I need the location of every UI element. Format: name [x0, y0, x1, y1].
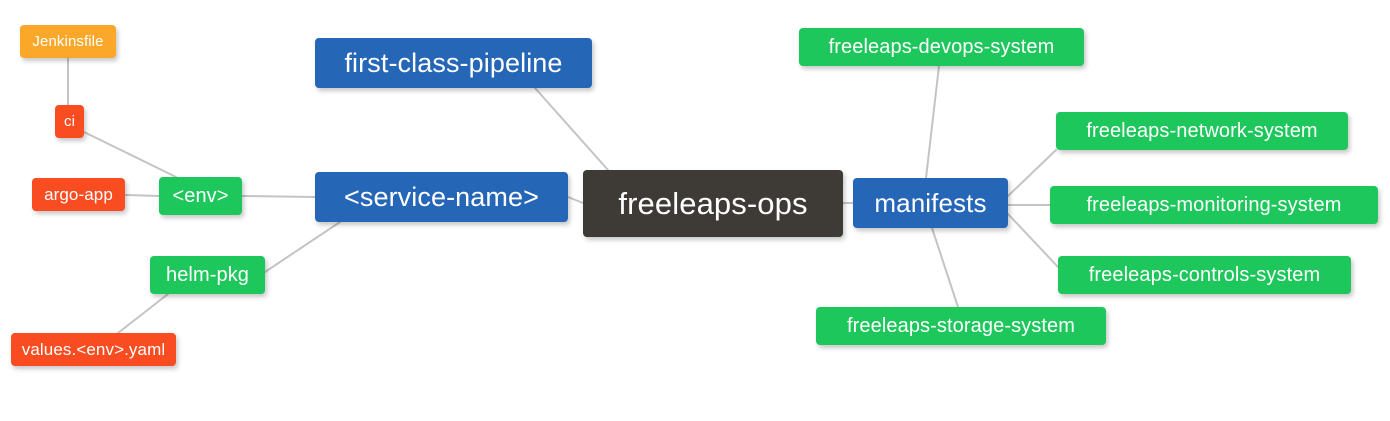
node-env[interactable]: <env>: [159, 177, 242, 215]
edge-manifests-to-freeleaps-network-system: [1007, 149, 1057, 197]
node-helm-pkg[interactable]: helm-pkg: [150, 256, 265, 294]
edge-helm-pkg-to-values-env-yaml: [117, 293, 169, 334]
node-manifests[interactable]: manifests: [853, 178, 1008, 228]
node-service-name[interactable]: <service-name>: [315, 172, 568, 222]
edge-service-name-to-helm-pkg: [264, 221, 341, 273]
node-label-helm-pkg: helm-pkg: [165, 264, 250, 286]
edge-env-to-argo-app: [124, 194, 160, 197]
node-freeleaps-storage-system[interactable]: freeleaps-storage-system: [816, 307, 1106, 345]
node-label-argo-app: argo-app: [44, 185, 113, 204]
node-freeleaps-monitoring-system[interactable]: freeleaps-monitoring-system: [1050, 186, 1378, 224]
node-ci[interactable]: ci: [55, 105, 84, 138]
node-label-freeleaps-ops: freeleaps-ops: [618, 186, 808, 221]
node-label-manifests: manifests: [874, 188, 987, 218]
edge-env-to-ci: [83, 131, 177, 178]
node-label-first-class-pipeline: first-class-pipeline: [344, 47, 563, 78]
node-label-freeleaps-storage-system: freeleaps-storage-system: [846, 315, 1076, 337]
edge-manifests-to-freeleaps-storage-system: [931, 227, 959, 308]
node-freeleaps-controls-system[interactable]: freeleaps-controls-system: [1058, 256, 1351, 294]
node-freeleaps-ops[interactable]: freeleaps-ops: [583, 170, 843, 237]
edge-manifests-to-freeleaps-devops-system: [925, 65, 940, 179]
node-freeleaps-devops-system[interactable]: freeleaps-devops-system: [799, 28, 1084, 66]
edge-service-name-to-env: [241, 195, 316, 198]
node-argo-app[interactable]: argo-app: [32, 178, 125, 211]
node-first-class-pipeline[interactable]: first-class-pipeline: [315, 38, 592, 88]
edge-freeleaps-ops-to-service-name: [567, 196, 584, 204]
node-jenkinsfile[interactable]: Jenkinsfile: [20, 25, 116, 58]
node-label-freeleaps-network-system: freeleaps-network-system: [1086, 120, 1318, 142]
node-label-freeleaps-devops-system: freeleaps-devops-system: [828, 36, 1055, 58]
node-label-service-name: <service-name>: [344, 181, 539, 212]
node-label-values-env-yaml: values.<env>.yaml: [21, 340, 166, 359]
node-label-jenkinsfile: Jenkinsfile: [32, 33, 104, 50]
node-label-ci: ci: [63, 113, 76, 130]
node-label-freeleaps-controls-system: freeleaps-controls-system: [1088, 264, 1321, 286]
edge-freeleaps-ops-to-first-class-pipeline: [534, 87, 609, 171]
node-values-env-yaml[interactable]: values.<env>.yaml: [11, 333, 176, 366]
node-freeleaps-network-system[interactable]: freeleaps-network-system: [1056, 112, 1348, 150]
node-label-env: <env>: [172, 185, 229, 207]
node-label-freeleaps-monitoring-system: freeleaps-monitoring-system: [1086, 194, 1342, 216]
